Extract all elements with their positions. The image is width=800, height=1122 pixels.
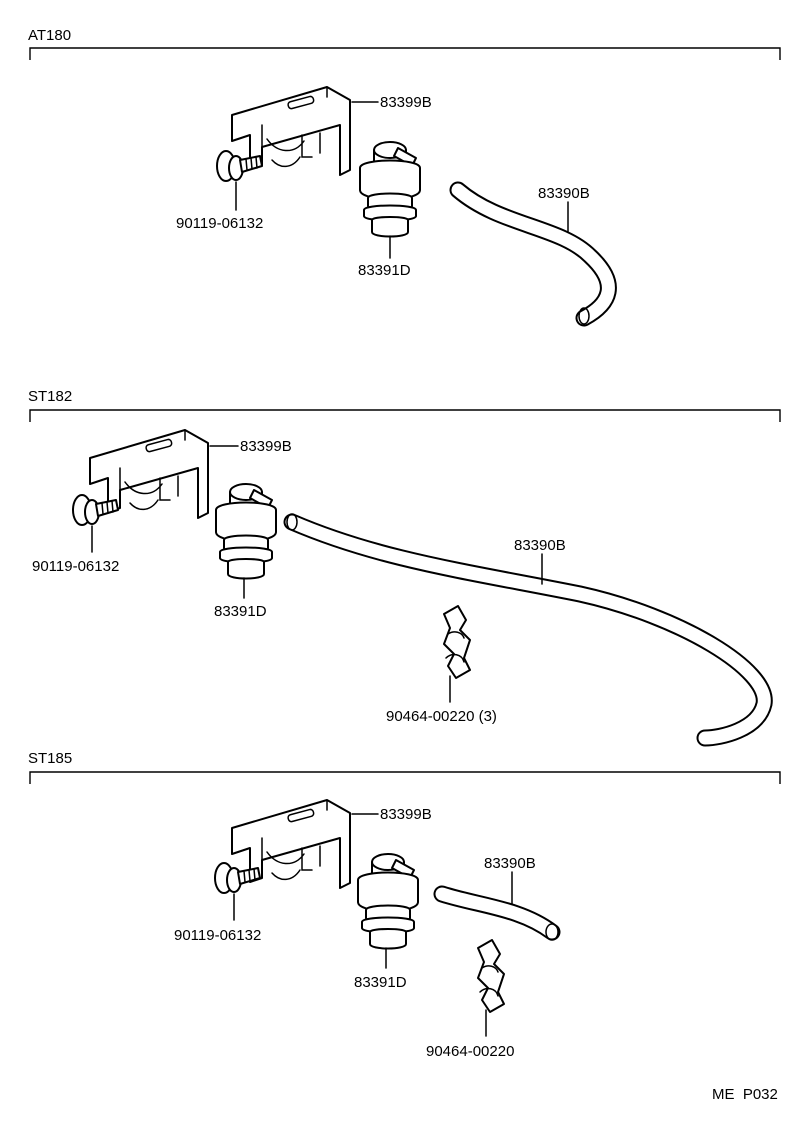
section-frame — [29, 409, 781, 422]
section-st182: ST182 83399B 90119-06132 83391D 83390B 9… — [28, 388, 781, 747]
hose-label: 83390B — [514, 537, 566, 554]
valve-drawing — [215, 483, 277, 580]
clamp-drawing — [477, 939, 505, 1013]
clamp-label: 90464-00220 — [426, 1043, 514, 1060]
valve-drawing — [357, 853, 419, 950]
hose-drawing — [433, 885, 561, 941]
section-title: AT180 — [28, 27, 71, 44]
hose-drawing — [449, 181, 617, 327]
bolt-label: 90119-06132 — [174, 927, 261, 944]
hose-label: 83390B — [484, 855, 536, 872]
bracket-label: 83399B — [380, 806, 432, 823]
page-code: ME P032 — [712, 1086, 778, 1103]
valve-drawing — [359, 141, 421, 238]
hose-label: 83390B — [538, 185, 590, 202]
hose-drawing — [283, 513, 773, 747]
bolt-label: 90119-06132 — [32, 558, 119, 575]
section-at180: AT180 83399B 90119-06132 83391D 83390B — [28, 27, 781, 327]
section-st185: ST185 83399B 90119-06132 83391D 83390B 9… — [28, 750, 781, 1060]
section-title: ST182 — [28, 388, 72, 405]
valve-label: 83391D — [358, 262, 411, 279]
bracket-label: 83399B — [380, 94, 432, 111]
clamp-drawing — [443, 605, 471, 679]
valve-label: 83391D — [354, 974, 407, 991]
bolt-label: 90119-06132 — [176, 215, 263, 232]
section-frame — [29, 771, 781, 784]
section-title: ST185 — [28, 750, 72, 767]
bracket-label: 83399B — [240, 438, 292, 455]
section-frame — [29, 47, 781, 60]
clamp-label: 90464-00220 (3) — [386, 708, 497, 725]
valve-label: 83391D — [214, 603, 267, 620]
